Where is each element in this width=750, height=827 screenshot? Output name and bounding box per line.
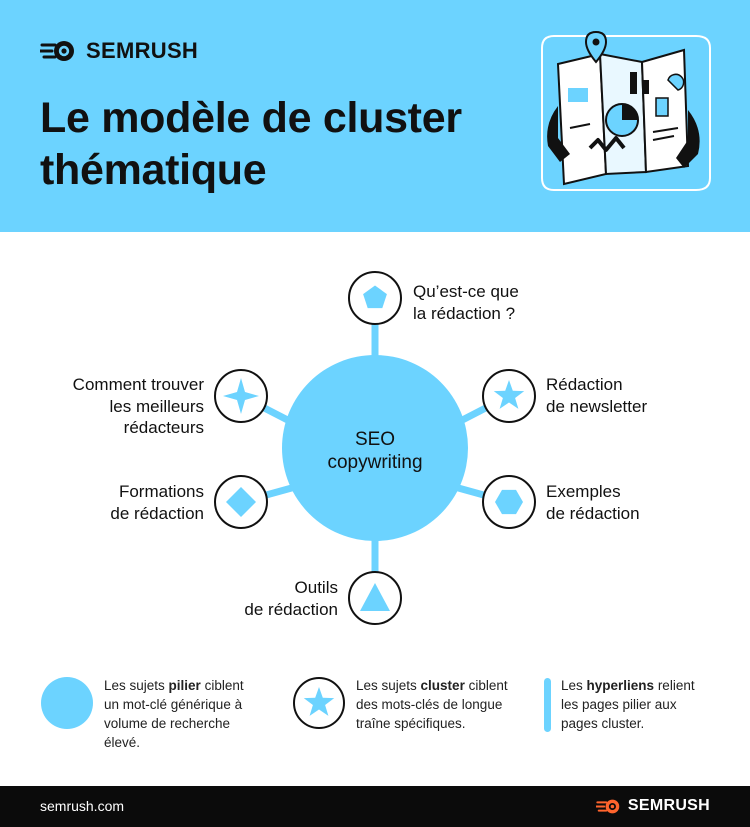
cluster-diagram — [214, 271, 536, 625]
legend-hyperlinks-text: Les hyperliens relient les pages pilier … — [561, 678, 695, 731]
diamond-icon — [226, 487, 256, 517]
map-illustration — [541, 30, 711, 191]
semrush-flame-icon — [595, 799, 620, 813]
cluster-node-diamond — [214, 475, 268, 529]
cluster-node-triangle — [348, 571, 402, 625]
hexagon-icon — [495, 489, 523, 515]
footer-semrush-logo[interactable]: SEMRUSH — [595, 797, 710, 815]
legend-cluster: Les sujets cluster ciblent des mots-clés… — [292, 676, 511, 733]
four-point-star-icon — [223, 378, 259, 414]
header-banner: SEMRUSH Le modèle de cluster thématique — [0, 0, 750, 232]
cluster-label-newsletter: Rédaction de newsletter — [546, 375, 648, 416]
line-icon — [544, 678, 551, 732]
cluster-node-pentagon — [348, 271, 402, 325]
pillar-label: SEO copywriting — [300, 428, 450, 474]
pillar-label-line-1: SEO — [354, 429, 396, 450]
cluster-label-find-writers: Comment trouver les meilleurs rédacteurs — [72, 375, 204, 437]
legend-cluster-text: Les sujets cluster ciblent des mots-clés… — [356, 678, 508, 731]
title-line-1: Le modèle de cluster — [40, 94, 462, 142]
cluster-node-star — [482, 369, 536, 423]
semrush-flame-icon — [40, 41, 74, 61]
cluster-label-examples: Exemples de rédaction — [546, 482, 640, 523]
cluster-label-trainings: Formations de rédaction — [110, 482, 204, 523]
location-pin-icon — [584, 30, 608, 64]
pentagon-icon — [363, 285, 387, 309]
pillar-circle — [282, 355, 468, 541]
page-title: Le modèle de cluster thématique — [40, 92, 462, 196]
star-icon — [293, 677, 345, 729]
left-hand — [547, 106, 570, 162]
map-panel-1 — [556, 52, 608, 186]
cluster-label-tools: Outils de rédaction — [244, 578, 338, 619]
footer-url-link[interactable]: semrush.com — [40, 798, 125, 814]
semrush-logo[interactable]: SEMRUSH — [40, 38, 198, 64]
footer-bar: semrush.com SEMRUSH — [0, 786, 750, 827]
title-line-2: thématique — [40, 146, 267, 194]
cluster-node-hexagon — [482, 475, 536, 529]
right-hand — [676, 110, 700, 168]
logo-wordmark: SEMRUSH — [86, 38, 199, 63]
legend-pillar: Les sujets pilier ciblent un mot-clé gén… — [40, 676, 259, 752]
pillar-label-line-2: copywriting — [327, 452, 423, 473]
cluster-node-four-point-star — [214, 369, 268, 423]
legend-hyperlinks: Les hyperliens relient les pages pilier … — [544, 676, 711, 733]
footer-logo-wordmark: SEMRUSH — [627, 797, 710, 814]
frame-outline — [541, 35, 711, 191]
star-icon — [493, 380, 525, 409]
cluster-label-what-is-copywriting: Qu’est-ce que la rédaction ? — [413, 282, 519, 323]
circle-icon — [41, 677, 93, 729]
legend-pillar-text: Les sujets pilier ciblent un mot-clé gén… — [104, 678, 244, 750]
triangle-icon — [360, 583, 390, 611]
